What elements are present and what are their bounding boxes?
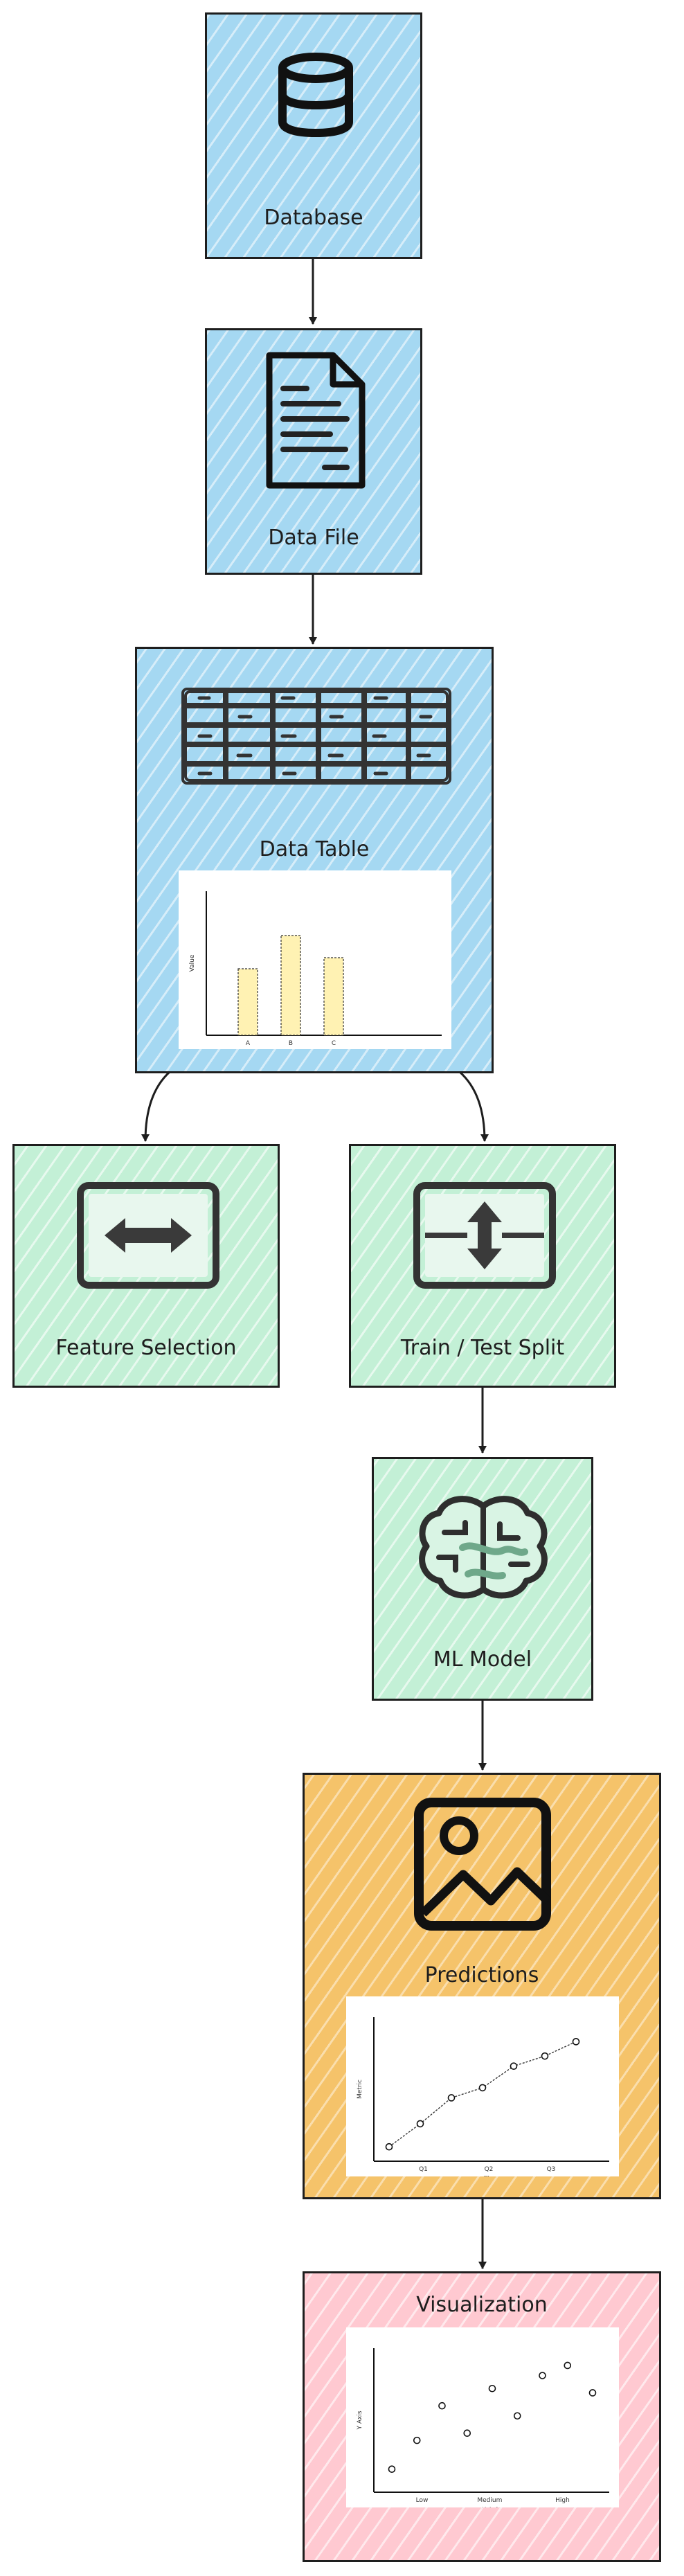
data-point: [413, 2436, 421, 2444]
line-chart: TimeMetricQ1Q2Q3: [357, 2017, 609, 2183]
x-tick-label: High: [555, 2497, 570, 2504]
data-point: [416, 2120, 424, 2128]
x-tick-label: Q3: [547, 2166, 556, 2173]
data-file-node[interactable]: Data File: [205, 328, 422, 575]
data-point: [588, 2389, 597, 2397]
node-label: Data Table: [259, 837, 370, 861]
vertical-arrows-icon: [413, 1182, 556, 1289]
node-label: Predictions: [424, 1963, 539, 1987]
data-point: [463, 2429, 471, 2438]
bar: [280, 935, 301, 1036]
table-icon: [181, 688, 451, 785]
x-tick-label: A: [246, 1040, 251, 1047]
data-point: [513, 2412, 521, 2420]
data-table-node[interactable]: Data Table CategoryValueABC: [135, 647, 494, 1073]
x-tick-label: Q1: [419, 2166, 428, 2173]
data-point: [388, 2465, 396, 2474]
x-tick-label: B: [289, 1040, 293, 1047]
train-test-split-node[interactable]: Train / Test Split: [349, 1144, 616, 1388]
document-icon: [266, 352, 366, 489]
x-tick-label: C: [332, 1040, 336, 1047]
predictions-node[interactable]: Predictions TimeMetricQ1Q2Q3: [303, 1773, 661, 2199]
y-axis-label: Metric: [357, 2079, 363, 2099]
x-tick-label: Low: [416, 2497, 429, 2504]
data-point: [488, 2384, 496, 2392]
node-label: Feature Selection: [55, 1336, 237, 1360]
image-icon: [414, 1798, 551, 1931]
ml-model-node[interactable]: ML Model: [372, 1457, 593, 1701]
data-point: [447, 2094, 456, 2102]
data-point: [541, 2052, 549, 2060]
brain-icon: [419, 1496, 548, 1599]
x-tick-label: Q2: [485, 2166, 494, 2173]
bar: [237, 968, 258, 1036]
node-label: Database: [264, 206, 363, 230]
database-node[interactable]: Database: [205, 12, 422, 259]
data-point: [572, 2038, 580, 2046]
bar-chart-panel: CategoryValueABC: [179, 870, 451, 1057]
node-label: Visualization: [416, 2293, 548, 2317]
database-icon: [278, 53, 353, 137]
bar: [323, 957, 344, 1036]
data-point: [438, 2401, 446, 2410]
data-point: [510, 2062, 518, 2070]
node-label: Data File: [268, 526, 359, 550]
bar-chart: CategoryValueABC: [189, 891, 442, 1057]
horizontal-arrows-icon: [77, 1182, 219, 1289]
node-label: Train / Test Split: [400, 1336, 565, 1360]
data-point: [539, 2372, 546, 2379]
node-label: ML Model: [433, 1647, 532, 1672]
data-point: [385, 2143, 393, 2151]
x-tick-label: Medium: [477, 2497, 502, 2504]
y-axis-label: Value: [189, 954, 196, 972]
line-chart-panel: TimeMetricQ1Q2Q3: [346, 1996, 619, 2183]
arrow-datatable-to-featureselection: [141, 1071, 171, 1142]
arrow-datatable-to-traintestsplit: [459, 1071, 489, 1142]
y-axis-label: Y Axis: [357, 2410, 363, 2430]
data-point: [478, 2084, 487, 2092]
feature-selection-node[interactable]: Feature Selection: [12, 1144, 280, 1388]
data-point: [564, 2361, 572, 2370]
